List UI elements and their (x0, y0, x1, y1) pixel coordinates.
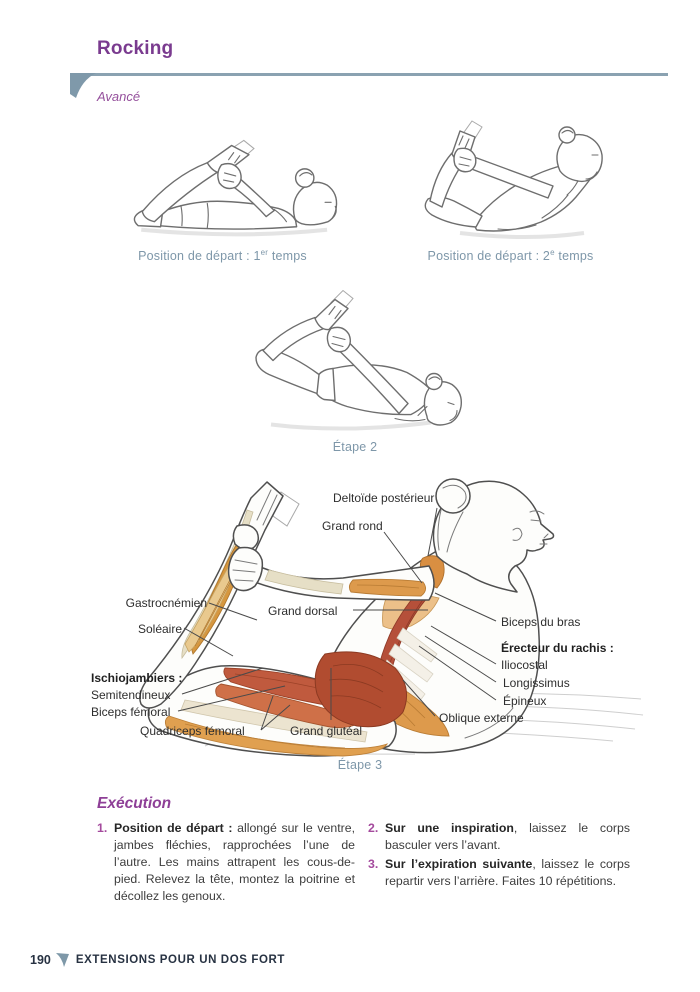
step-text: Sur une inspiration, laissez le corps ba… (385, 821, 630, 852)
step-text: Sur l’expiration suivante, laissez le co… (385, 856, 630, 888)
difficulty-level: Avancé (97, 89, 141, 104)
step-number: 1. (97, 821, 108, 835)
label-epineux: Épineux (503, 694, 547, 708)
execution-step-3: 3. Sur l’expiration suivante, laissez le… (368, 856, 630, 890)
label-iliocostal: Iliocostal (501, 658, 548, 672)
label-biceps-femoral: Biceps fémoral (91, 705, 171, 719)
label-biceps-du-bras: Biceps du bras (501, 615, 581, 629)
label-gastrocnemien: Gastrocnémien (125, 596, 207, 610)
label-oblique-externe: Oblique externe (439, 711, 524, 725)
page-number: 190 (30, 953, 51, 967)
label-longissimus: Longissimus (503, 676, 570, 690)
figure-step2-caption: Étape 2 (332, 440, 378, 454)
header-corner-ornament (70, 73, 96, 98)
header-rule (70, 73, 668, 76)
label-quadriceps-femoral: Quadriceps fémoral (140, 724, 245, 738)
label-grand-gluteal: Grand glutéal (290, 724, 363, 738)
anatomy-illustration (139, 478, 644, 757)
label-ischiojambiers: Ischiojambiers : (91, 671, 183, 685)
footer-section-title: EXTENSIONS POUR UN DOS FORT (75, 954, 286, 966)
figure-step3-caption: Étape 3 (337, 758, 383, 772)
execution-column-left: 1. Position de départ : allongé sur le v… (97, 820, 355, 907)
execution-heading: Exécution (97, 795, 172, 812)
label-grand-dorsal: Grand dorsal (268, 604, 338, 618)
execution-column-right: 2. Sur une inspiration, laissez le corps… (368, 820, 630, 892)
step-number: 3. (368, 856, 379, 871)
figure-start-1-illustration (133, 139, 338, 237)
label-grand-rond: Grand rond (322, 519, 383, 533)
label-erecteur-du-rachis: Érecteur du rachis : (501, 641, 614, 655)
execution-step-1: 1. Position de départ : allongé sur le v… (97, 820, 355, 905)
figure-step2-illustration (255, 289, 462, 431)
figure-start-2-illustration (424, 120, 603, 239)
figure-start-2-caption: Position de départ : 2e temps (427, 248, 594, 264)
step-text: Position de départ : allongé sur le vent… (114, 821, 355, 903)
execution-step-2: 2. Sur une inspiration, laissez le corps… (368, 820, 630, 854)
page-footer: 190 EXTENSIONS POUR UN DOS FORT (30, 952, 285, 968)
footer-marker-icon (55, 953, 69, 967)
anatomy-figure-block: Deltoïde postérieur Grand rond Gastrocné… (85, 468, 645, 768)
step-number: 2. (368, 821, 379, 835)
label-soleaire: Soléaire (137, 622, 182, 636)
figure-start-1-caption: Position de départ : 1er temps (138, 248, 307, 264)
label-deltoide-posterieur: Deltoïde postérieur (333, 491, 435, 505)
page-title: Rocking (97, 38, 174, 59)
label-semitendineux: Semitendineux (91, 688, 171, 702)
